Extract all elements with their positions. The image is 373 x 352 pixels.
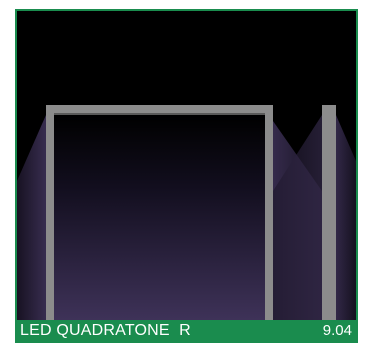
- product-card[interactable]: LED QUADRATONE R 9.04: [15, 9, 358, 343]
- portal-right-post: [265, 105, 273, 320]
- left-light-cone: [17, 115, 46, 320]
- product-code: 9.04: [322, 322, 352, 339]
- portal-beam-shade: [54, 113, 265, 115]
- portal-inner-glow: [54, 115, 265, 320]
- portal-top-beam: [46, 105, 273, 113]
- right-light-cone-b: [273, 115, 322, 320]
- light-fixture-illustration: [17, 11, 356, 320]
- single-post: [322, 105, 336, 320]
- portal-left-post: [46, 105, 54, 320]
- fixture-scene-svg: [17, 105, 356, 320]
- product-label-bar: LED QUADRATONE R 9.04: [17, 320, 356, 341]
- far-right-light-cone: [336, 115, 356, 320]
- product-name: LED QUADRATONE R: [20, 321, 191, 339]
